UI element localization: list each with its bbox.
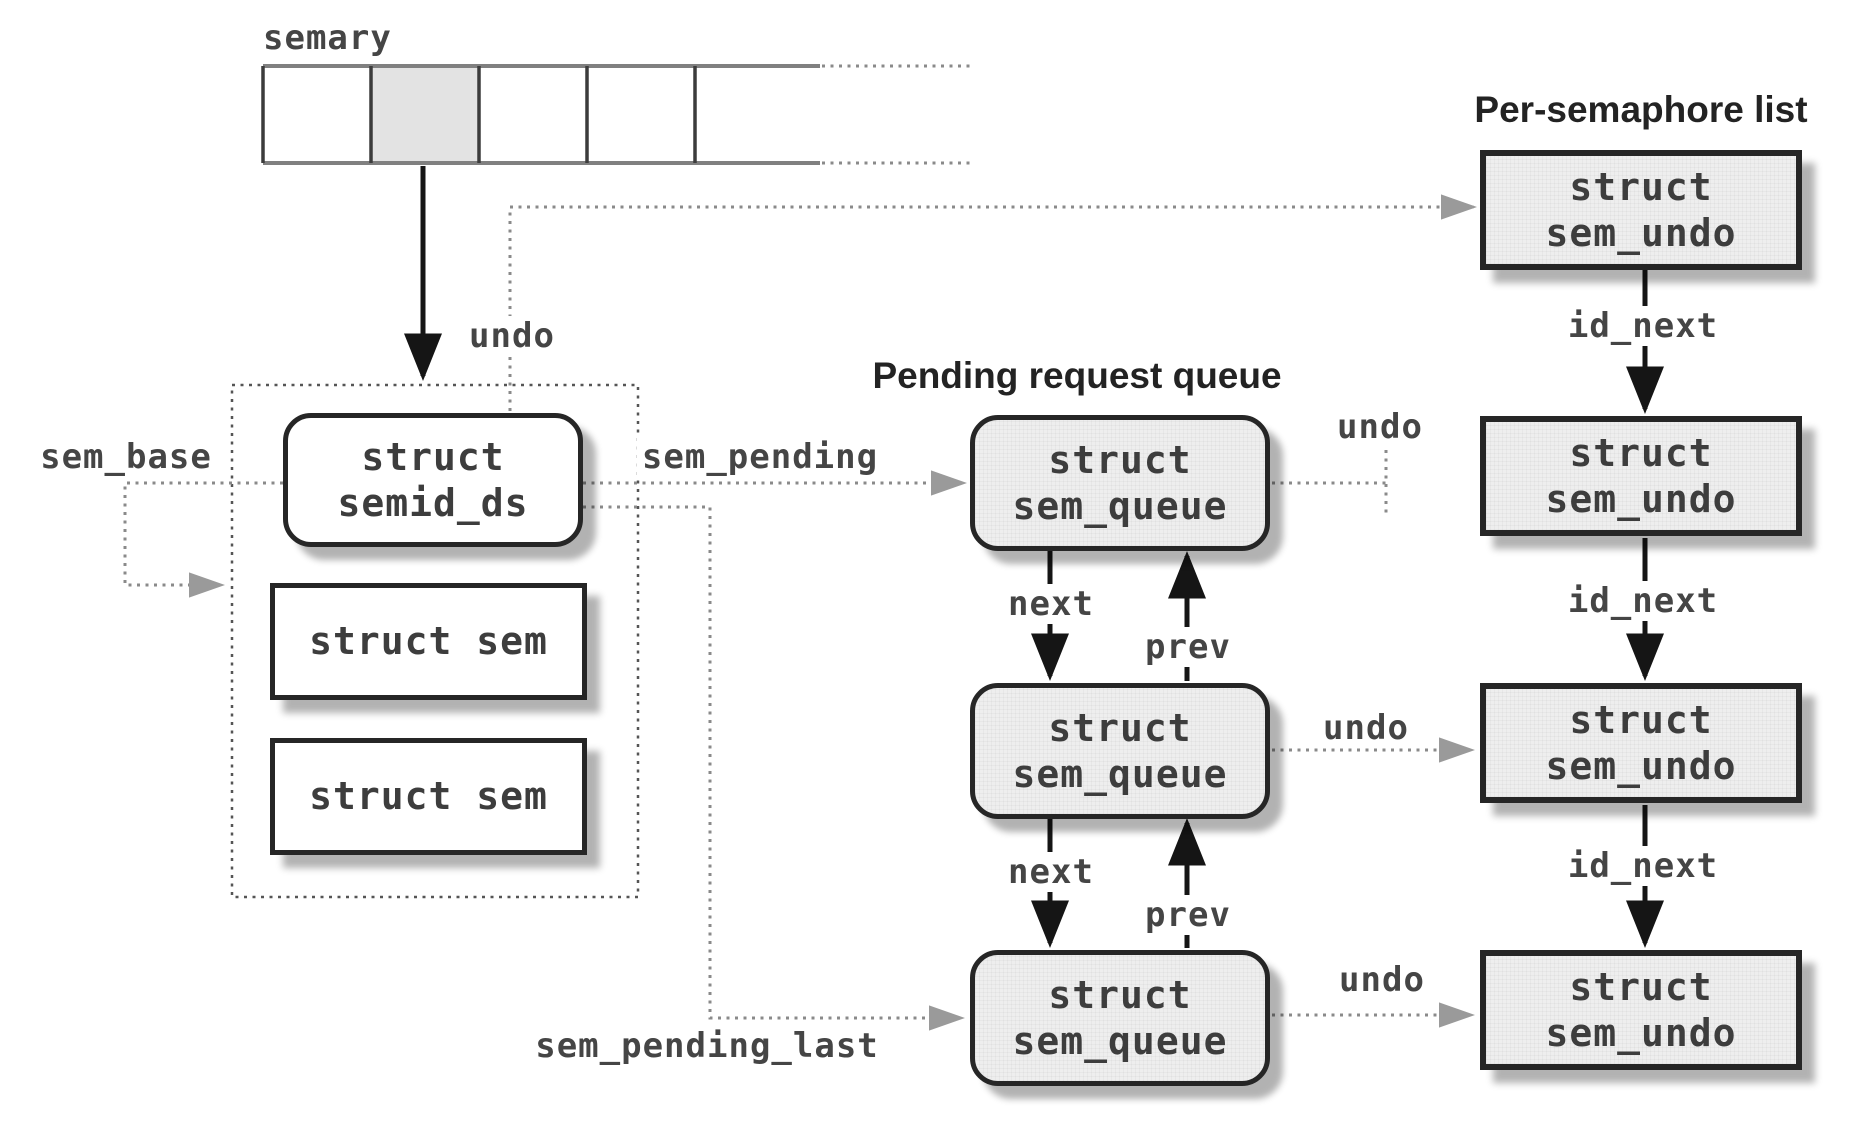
struct-semid-ds-line1: struct	[361, 434, 505, 479]
semary-array	[261, 64, 972, 165]
struct-semid-ds-line2: semid_ds	[337, 481, 529, 525]
struct-semid-ds-box: struct semid_ds	[283, 413, 583, 547]
struct-sem-undo-box-3: struct sem_undo	[1480, 683, 1802, 803]
struct-sem-queue-line2: sem_queue	[1012, 1019, 1228, 1063]
struct-sem-undo-line2: sem_undo	[1545, 211, 1737, 255]
undo-null-line-queue1	[1272, 450, 1388, 517]
struct-sem-box-2: struct sem	[270, 738, 587, 855]
semary-array-continuation-dots	[822, 64, 972, 165]
per-semaphore-list-title: Per-semaphore list	[1474, 89, 1808, 130]
semary-array-label: semary	[263, 18, 392, 58]
sem-pending-last-field-label: sem_pending_last	[530, 1026, 884, 1066]
struct-sem-undo-line2: sem_undo	[1545, 1011, 1737, 1055]
struct-sem-undo-box-1: struct sem_undo	[1480, 150, 1802, 270]
struct-sem-undo-line2: sem_undo	[1545, 744, 1737, 788]
sem-pending-field-label: sem_pending	[636, 437, 884, 477]
struct-sem-undo-line1: struct	[1569, 964, 1713, 1009]
prev-field-label-2: prev	[1140, 895, 1236, 935]
struct-sem-queue-line2: sem_queue	[1012, 752, 1228, 796]
undo-field-label-queue2: undo	[1318, 708, 1414, 748]
undo-field-label-queue3: undo	[1334, 960, 1430, 1000]
struct-sem-queue-box-1: struct sem_queue	[970, 415, 1270, 551]
undo-field-label: undo	[464, 316, 560, 356]
semary-selected-cell	[371, 68, 479, 161]
id-next-field-label-1: id_next	[1562, 306, 1724, 346]
struct-sem-queue-line2: sem_queue	[1012, 484, 1228, 528]
struct-sem-undo-box-2: struct sem_undo	[1480, 416, 1802, 536]
struct-sem-box-1: struct sem	[270, 583, 587, 700]
sem-base-pointer-line	[123, 481, 283, 598]
id-next-field-label-2: id_next	[1562, 581, 1724, 621]
prev-field-label-1: prev	[1140, 627, 1236, 667]
pending-request-queue-title: Pending request queue	[872, 355, 1282, 396]
struct-sem-undo-line1: struct	[1569, 164, 1713, 209]
struct-sem-label: struct sem	[309, 774, 548, 819]
next-field-label-1: next	[1003, 584, 1099, 624]
sem-pending-last-pointer-line	[583, 505, 965, 1031]
sem-base-field-label: sem_base	[35, 437, 217, 477]
struct-sem-label: struct sem	[309, 619, 548, 664]
next-field-label-2: next	[1003, 852, 1099, 892]
struct-sem-undo-box-4: struct sem_undo	[1480, 950, 1802, 1070]
struct-sem-queue-line1: struct	[1048, 437, 1192, 482]
struct-sem-queue-line1: struct	[1048, 972, 1192, 1017]
struct-sem-queue-box-3: struct sem_queue	[970, 950, 1270, 1086]
struct-sem-undo-line2: sem_undo	[1545, 477, 1737, 521]
struct-sem-queue-line1: struct	[1048, 705, 1192, 750]
struct-sem-undo-line1: struct	[1569, 697, 1713, 742]
struct-sem-undo-line1: struct	[1569, 430, 1713, 475]
struct-sem-queue-box-2: struct sem_queue	[970, 683, 1270, 819]
undo-field-label-queue1: undo	[1332, 407, 1428, 447]
id-next-field-label-3: id_next	[1562, 846, 1724, 886]
